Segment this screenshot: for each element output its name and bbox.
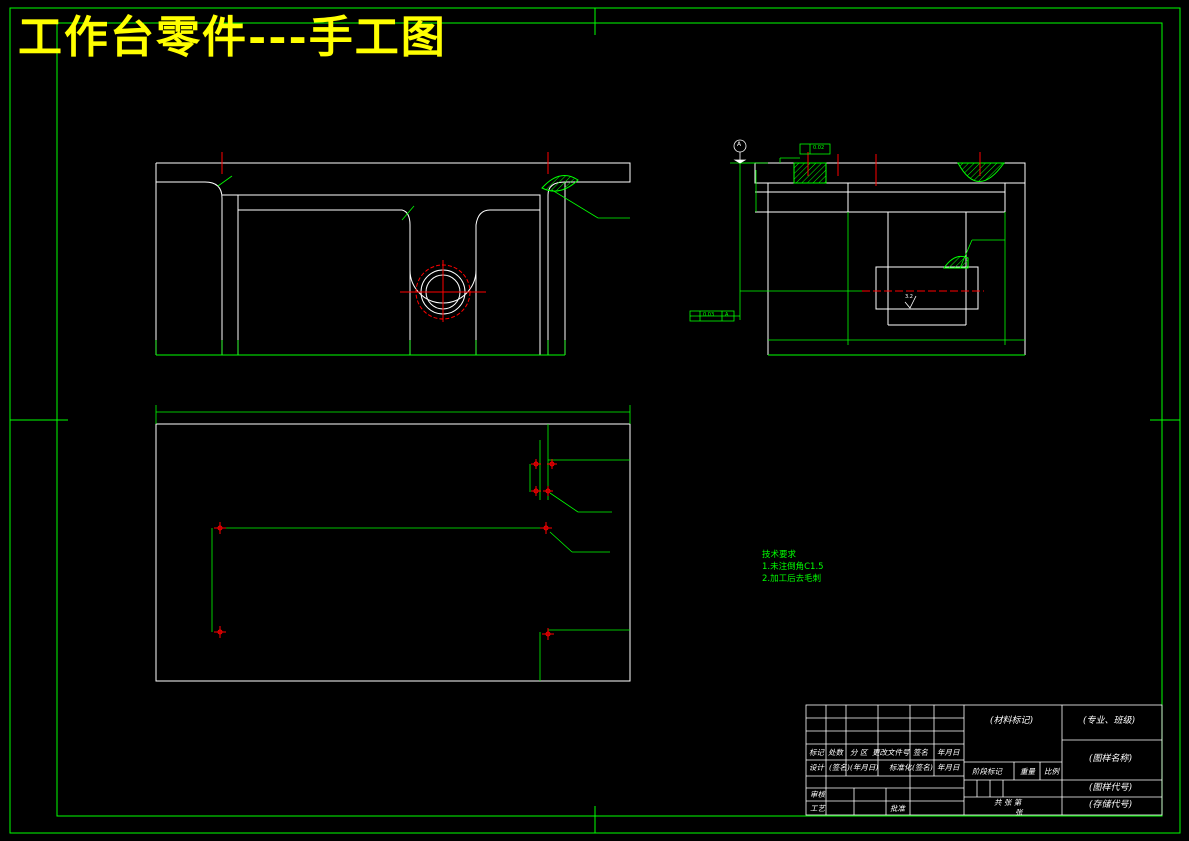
tb-sheet-info: 共 张 第 [994, 798, 1022, 807]
parallelism-frame [689, 310, 735, 322]
top-view-dimensions [155, 405, 631, 681]
tb-school: (专业、班级) [1083, 716, 1136, 726]
side-view [754, 162, 1026, 356]
tb-storage-code: (存储代号) [1089, 800, 1133, 810]
tb-scale: 比例 [1044, 767, 1059, 776]
title-block-grid [805, 704, 1163, 816]
drawing-title: 工作台零件---手工图 [18, 12, 447, 63]
surface-roughness: 3.2 [905, 294, 913, 300]
side-view-hatch-right [957, 162, 1005, 182]
tb-design: 设计 [809, 763, 824, 772]
tech-requirements-heading: 技术要求 [762, 550, 797, 560]
tb-change-doc: 更改文件号 [872, 748, 910, 757]
side-view-dimensions [690, 157, 1025, 345]
tech-requirements: 技术要求 1.未注倒角C1.5 2.加工后去毛刺 [762, 549, 824, 585]
parallelism-datum: A [725, 312, 729, 318]
tech-requirement-item: 1.未注倒角C1.5 [762, 562, 824, 572]
front-view-hatch [541, 175, 579, 192]
tb-drawing-number: (图样代号) [1089, 783, 1133, 793]
tb-part-name: (图样名称) [1089, 754, 1133, 764]
side-view-center-marks [807, 152, 984, 292]
tb-design-signature: (签名) [829, 763, 850, 772]
tb-std-date: 年月日 [937, 763, 960, 772]
tech-requirement-item: 2.加工后去毛刺 [762, 574, 822, 584]
tb-standardize: 标准化 [889, 763, 912, 772]
tb-sheet-word: 张 [1015, 808, 1023, 817]
tb-std-signature: (签名) [912, 763, 933, 772]
tb-date: 年月日 [937, 748, 960, 757]
tb-material: (材料标记) [990, 716, 1034, 726]
side-view-hatch-hole [943, 255, 969, 269]
tb-stage-mark: 阶段标记 [972, 767, 1002, 776]
tb-approve: 批准 [890, 804, 905, 813]
flatness-frame [799, 143, 831, 155]
flatness-value: 0.02 [813, 145, 825, 151]
datum-marker [733, 139, 747, 164]
front-view-dimensions [155, 175, 630, 355]
sheet-border [9, 7, 1181, 834]
tb-count: 处数 [828, 748, 843, 757]
tb-signature: 签名 [913, 748, 928, 757]
tb-mark: 标记 [809, 748, 824, 757]
datum-label: A [737, 141, 742, 148]
top-view-hole-marks [214, 459, 557, 640]
tb-weight: 重量 [1020, 767, 1035, 776]
tb-design-date: (年月日) [850, 763, 879, 772]
tb-review: 审核 [810, 790, 825, 799]
side-view-hatch-left [793, 162, 827, 184]
front-view-center-marks [221, 152, 549, 322]
top-view [155, 423, 631, 682]
parallelism-value: 0.03 [703, 312, 715, 318]
roughness-symbol [904, 295, 917, 309]
tb-process: 工艺 [810, 804, 825, 813]
front-view [155, 162, 631, 356]
tb-zone: 分 区 [850, 748, 868, 757]
